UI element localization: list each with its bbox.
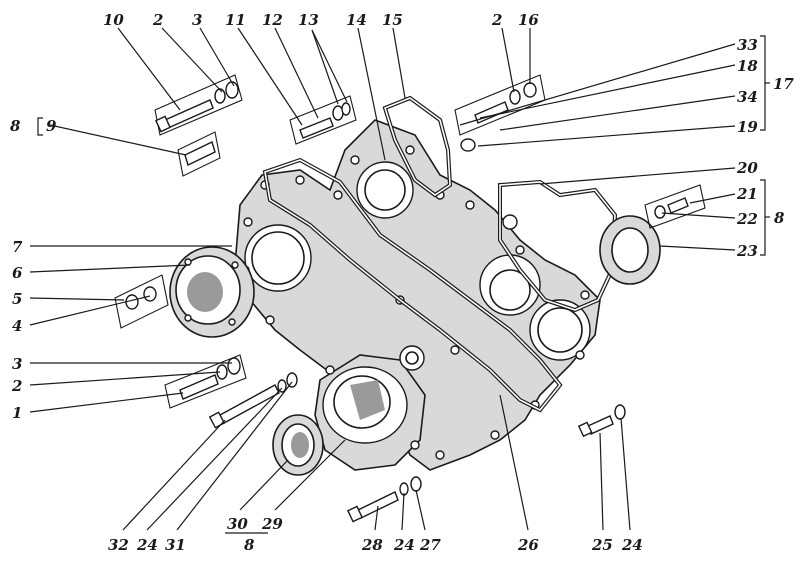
label-16: 16 (518, 11, 539, 29)
label-7: 7 (12, 238, 23, 256)
label-8-left: 8 (10, 117, 21, 135)
label-18: 18 (737, 57, 758, 75)
label-14: 14 (346, 11, 367, 29)
callout-labels: 10 2 3 11 12 13 14 15 2 16 33 18 17 34 1… (10, 11, 794, 554)
label-22: 22 (736, 210, 758, 228)
label-26: 26 (517, 536, 539, 554)
bolt-group-4 (114, 274, 169, 329)
label-2-upper-right: 2 (491, 11, 502, 29)
label-2-left: 2 (11, 377, 22, 395)
stud-group-9 (177, 131, 221, 177)
label-34: 34 (737, 88, 758, 106)
label-1: 1 (12, 404, 22, 422)
label-21: 21 (736, 185, 758, 203)
bolt-group-1 (164, 354, 247, 409)
label-29: 29 (261, 515, 283, 533)
bolt-group-10 (154, 74, 243, 136)
label-8-right: 8 (774, 209, 785, 227)
label-13: 13 (298, 11, 319, 29)
label-3-left: 3 (12, 355, 22, 373)
label-12: 12 (262, 11, 283, 29)
label-5: 5 (12, 290, 22, 308)
label-28: 28 (361, 536, 383, 554)
label-8-bottom: 8 (244, 536, 255, 554)
label-25: 25 (591, 536, 613, 554)
label-10: 10 (103, 11, 124, 29)
label-11: 11 (225, 11, 246, 29)
cover-plate-6 (169, 246, 255, 338)
label-15: 15 (382, 11, 403, 29)
label-24-b: 24 (393, 536, 415, 554)
label-27: 27 (419, 536, 441, 554)
label-33: 33 (737, 36, 758, 54)
gasket-15 (382, 95, 453, 198)
label-2-top: 2 (152, 11, 163, 29)
label-9: 9 (46, 117, 57, 135)
bolt-25 (577, 404, 626, 438)
label-6: 6 (12, 264, 23, 282)
label-24-a: 24 (136, 536, 158, 554)
bolt-28 (347, 476, 422, 523)
seal-ring-23 (599, 215, 661, 285)
gasket-20 (498, 179, 618, 313)
bolt-group-11 (289, 95, 357, 145)
oil-seal-30 (272, 414, 324, 476)
label-20: 20 (736, 159, 758, 177)
label-19: 19 (737, 118, 758, 136)
flange-holes (240, 145, 590, 460)
label-23: 23 (736, 242, 758, 260)
bolt-32 (208, 372, 298, 429)
label-24-c: 24 (621, 536, 643, 554)
label-31: 31 (165, 536, 186, 554)
label-4: 4 (12, 317, 22, 335)
leader-lines (29, 27, 770, 534)
gasket-26 (262, 157, 563, 413)
bolt-group-21 (644, 184, 706, 229)
label-30: 30 (227, 515, 248, 533)
label-32: 32 (108, 536, 129, 554)
label-17: 17 (773, 75, 794, 93)
front-cover (234, 119, 601, 471)
label-3-top: 3 (192, 11, 202, 29)
